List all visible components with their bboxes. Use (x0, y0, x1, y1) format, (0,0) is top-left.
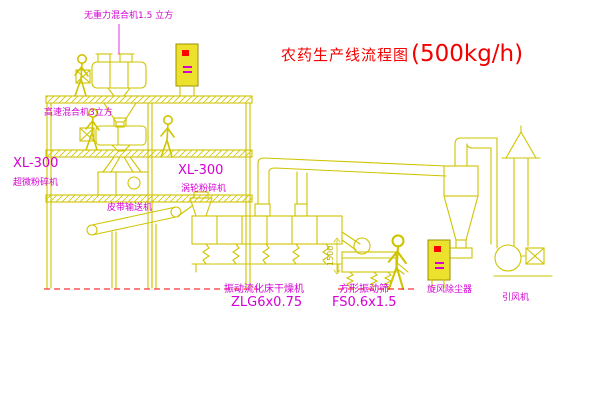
label-fan: 引风机 (502, 293, 530, 303)
worker-icon (387, 234, 407, 291)
dimension-1500: 1500 (326, 246, 335, 266)
worker-icon (74, 53, 89, 97)
label-belt-conveyor: 皮带输送机 (107, 203, 153, 213)
control-panel-lower (427, 239, 451, 289)
label-mill-mid-model: XL-300 (178, 163, 224, 178)
diagram-title: 农药生产线流程图 (500kg/h) (281, 41, 524, 68)
label-mill-mid-name: 涡轮粉碎机 (181, 184, 227, 194)
exhaust-duct (257, 157, 447, 205)
label-dryer-name: 振动流化床干燥机 (224, 284, 304, 295)
pulverizer-mill (97, 171, 149, 196)
label-dryer-model: ZLG6x0.75 (231, 295, 303, 310)
title-text: 农药生产线流程图 (281, 46, 410, 64)
title-capacity: (500kg/h) (411, 41, 524, 68)
label-dust-collector: 旋风除尘器 (427, 285, 473, 295)
label-high-speed-mixer: 高速混合机3立方 (44, 108, 113, 118)
cyclone-separator (443, 137, 498, 259)
gravity-mixer (75, 53, 147, 128)
label-gravity-mixer: 无重力混合机1.5 立方 (84, 11, 174, 21)
label-mill-left-model: XL-300 (13, 156, 59, 171)
label-sieve-name: 方形振动筛 (339, 284, 389, 295)
high-speed-mixer (79, 117, 147, 173)
fluid-bed-dryer (189, 191, 361, 273)
control-panel-upper (175, 43, 199, 97)
label-mill-left-name: 超微粉碎机 (13, 178, 59, 188)
induced-draft-fan (493, 244, 553, 277)
belt-conveyor (86, 205, 193, 289)
label-sieve-model: FS0.6x1.5 (332, 295, 397, 310)
vibrating-sieve (333, 237, 409, 288)
exhaust-stack (501, 125, 541, 247)
